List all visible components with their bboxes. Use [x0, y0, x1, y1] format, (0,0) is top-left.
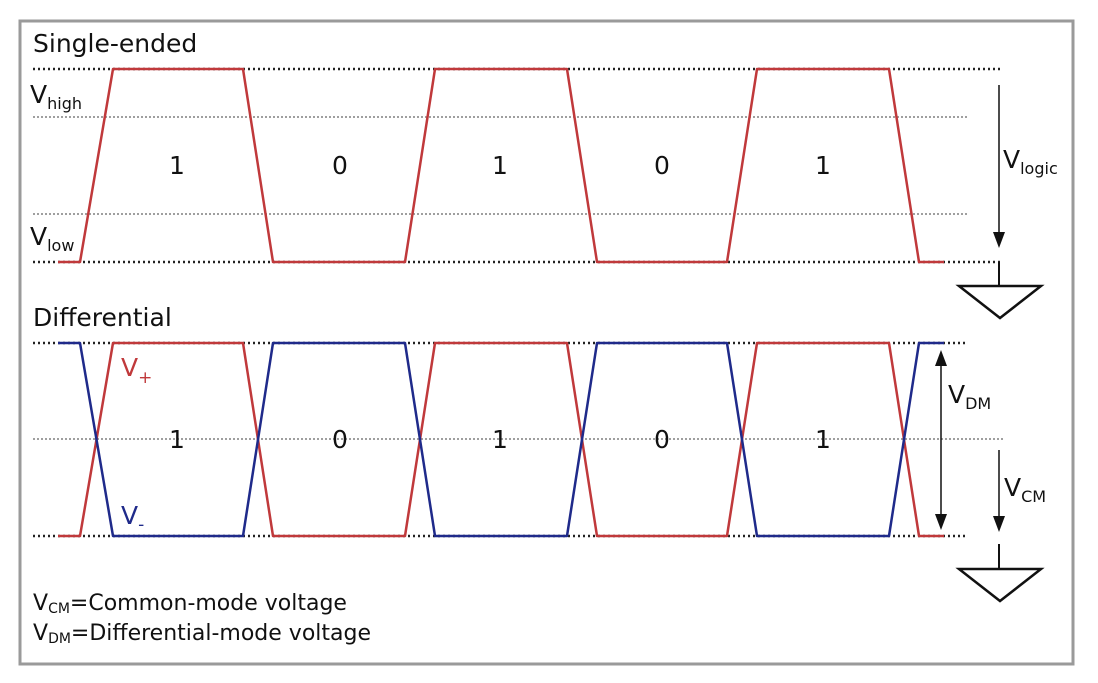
se-bit-4: 0 [654, 151, 670, 180]
single-ended-title: Single-ended [33, 29, 197, 58]
vminus-waveform [58, 341, 944, 538]
legend-vcm: VCM=Common-mode voltage [33, 591, 347, 617]
legend-vdm: VDM=Differential-mode voltage [33, 621, 371, 647]
diff-bit-1: 1 [169, 425, 185, 454]
se-bit-2: 0 [332, 151, 348, 180]
se-bit-3: 1 [492, 151, 508, 180]
vcm-arrowhead-icon [993, 516, 1005, 532]
vcm-label: VCM [1004, 473, 1046, 506]
vdm-arrowhead-down-icon [935, 514, 947, 530]
diff-bit-3: 1 [492, 425, 508, 454]
vplus-label: V+ [121, 353, 152, 388]
differential-title: Differential [33, 303, 172, 332]
vlow-label: Vlow [30, 222, 74, 255]
ground-symbol-icon [955, 262, 1045, 320]
vdm-label: VDM [948, 380, 991, 413]
vlogic-label: Vlogic [1003, 145, 1058, 178]
vdm-arrowhead-up-icon [935, 350, 947, 366]
vminus-label: V- [121, 501, 144, 535]
diff-bit-2: 0 [332, 425, 348, 454]
single-ended-waveform [58, 67, 944, 264]
se-bit-5: 1 [815, 151, 831, 180]
se-bit-1: 1 [169, 151, 185, 180]
diff-bit-5: 1 [815, 425, 831, 454]
vlogic-arrowhead-icon [993, 232, 1005, 248]
vhigh-label: Vhigh [30, 80, 82, 113]
diff-bit-4: 0 [654, 425, 670, 454]
ground-symbol-icon [955, 544, 1045, 603]
vplus-waveform [58, 341, 944, 538]
